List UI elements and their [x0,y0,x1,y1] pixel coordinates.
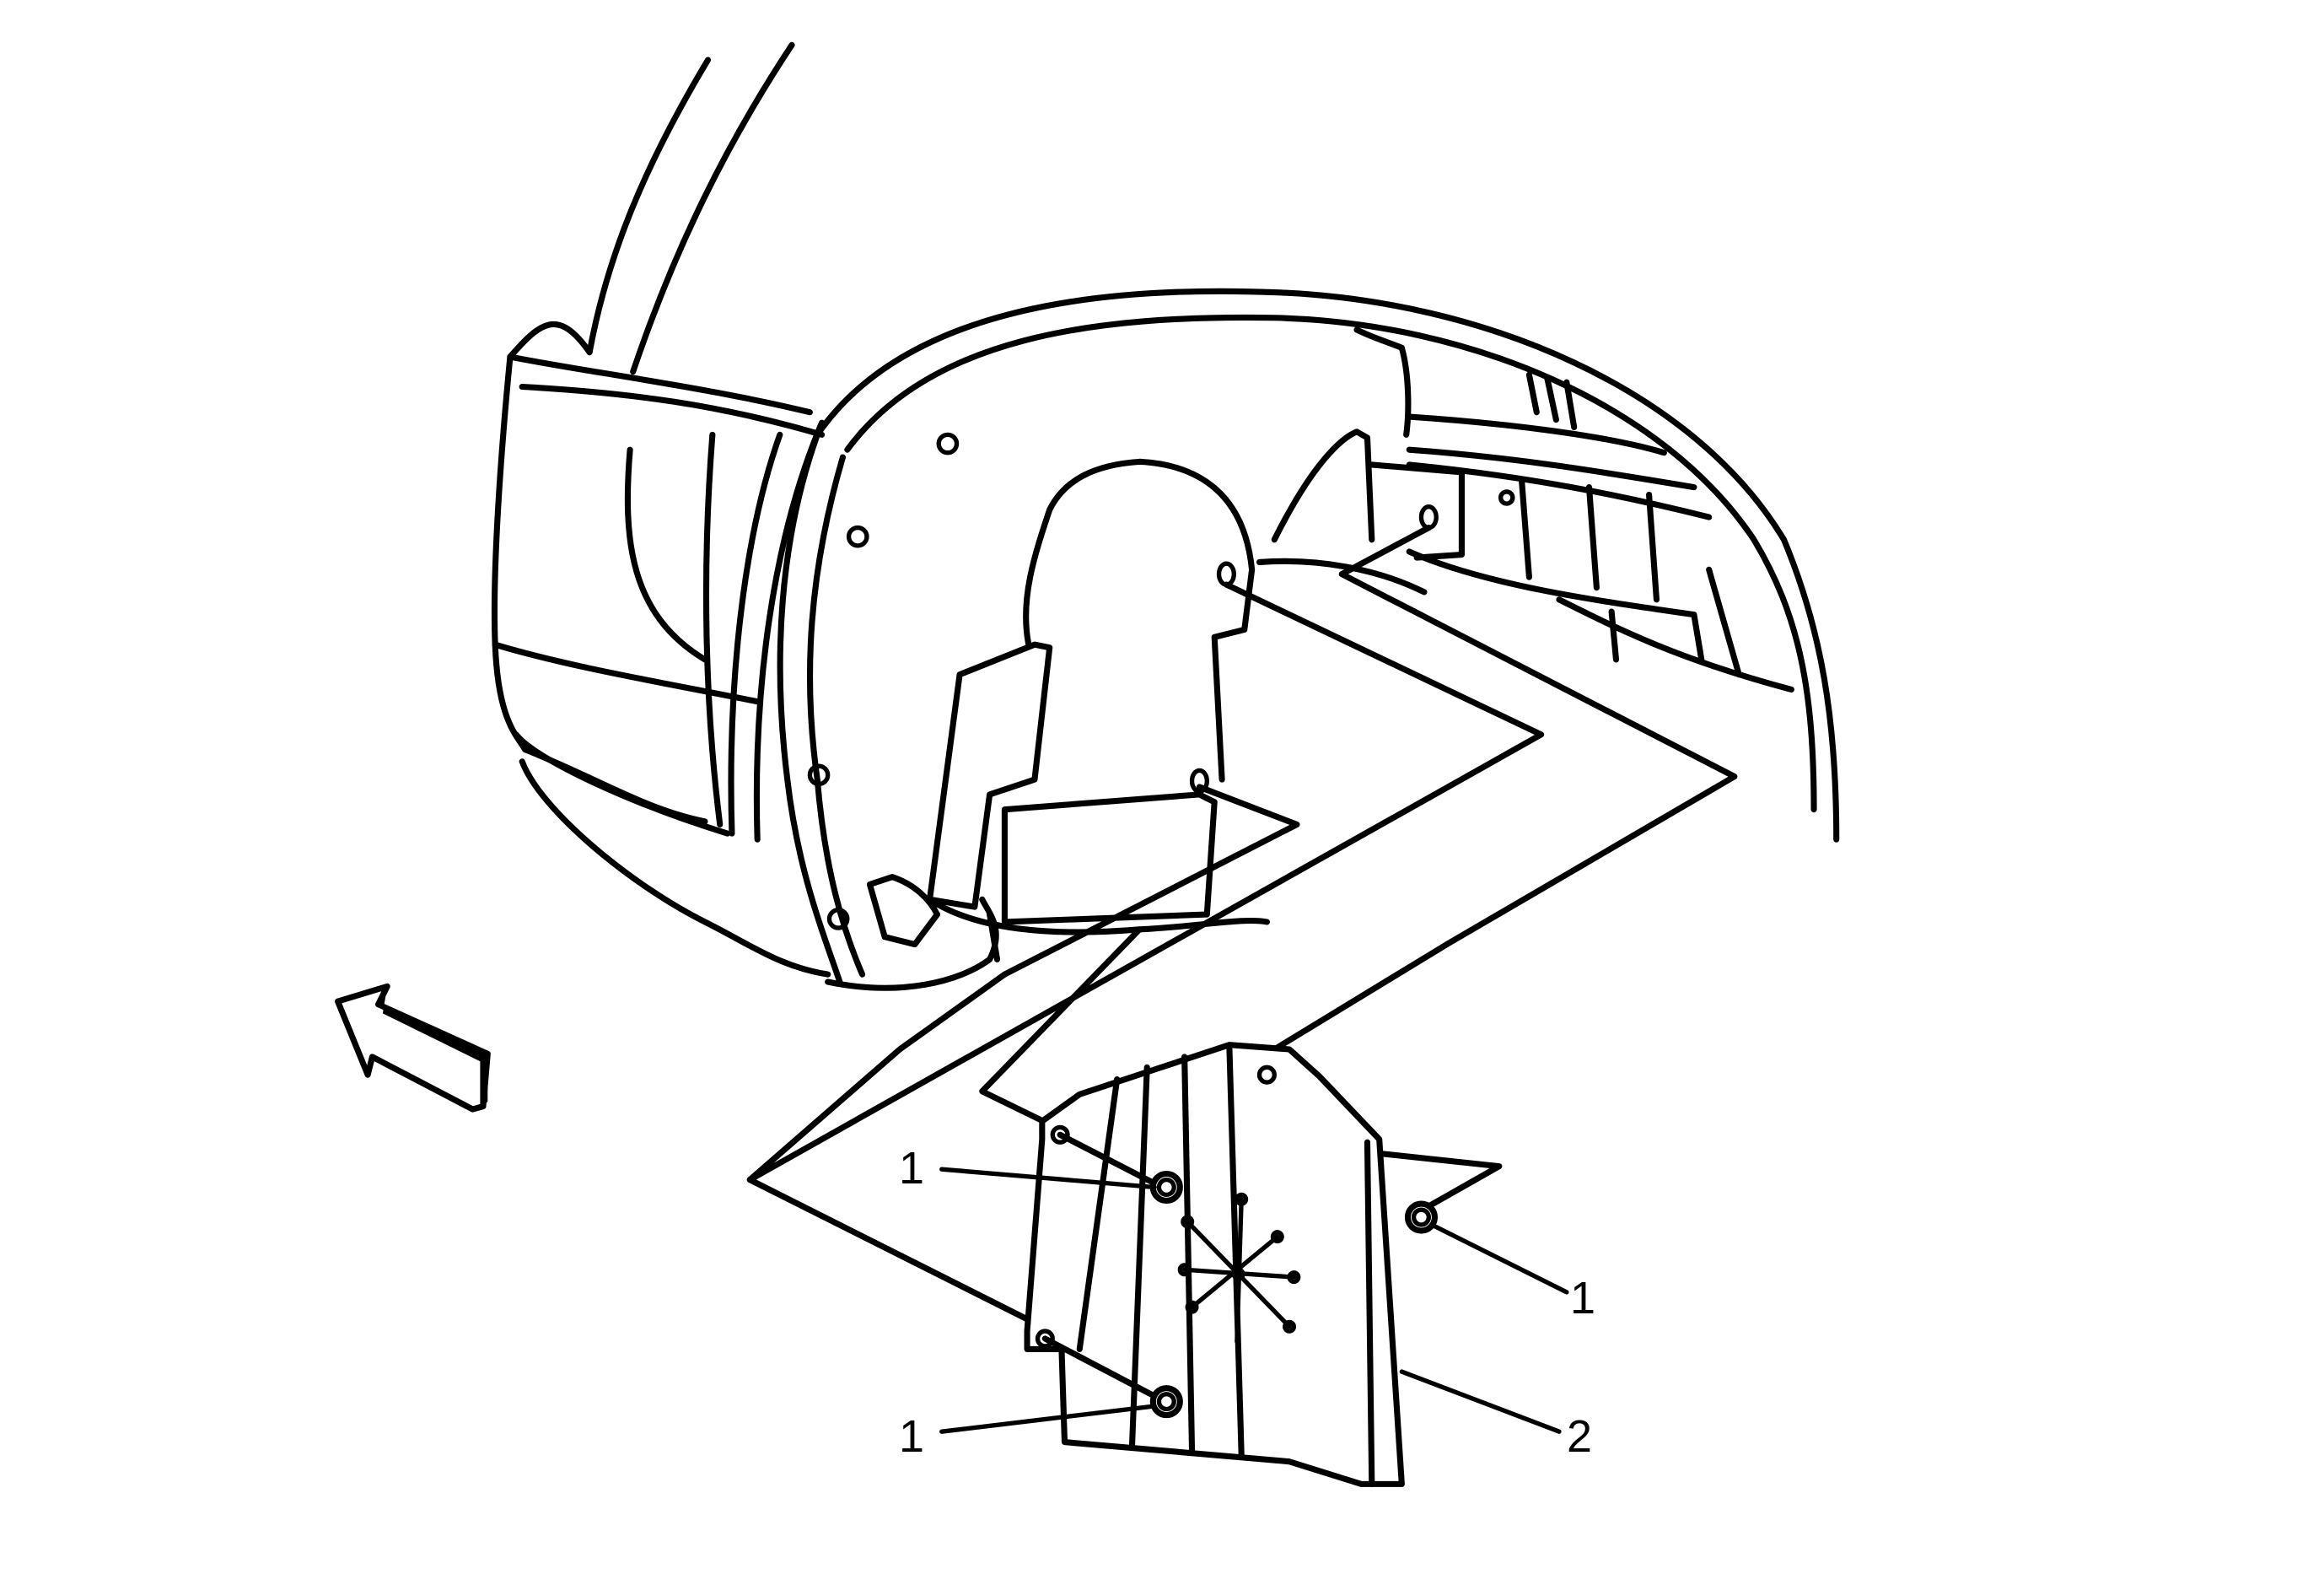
wheelhouse-liner [866,326,1794,962]
wheel-arch [777,288,1840,991]
callout-fastener-lower-left: 1 [899,1411,925,1462]
fastener-lower-left-part [1149,1385,1183,1419]
callout-fastener-upper-left: 1 [899,1143,925,1194]
splash-shield-part [1024,1042,1405,1487]
fastener-upper-left-part [1149,1170,1183,1205]
front-direction-arrow-icon [335,983,491,1113]
fastener-right-part [1404,1200,1438,1234]
exploded-view-lines [746,525,1738,1330]
front-fascia [491,41,831,978]
leader-lines [939,1167,1569,1434]
callout-splash-shield: 2 [1567,1411,1593,1462]
callout-fastener-right: 1 [1570,1273,1596,1323]
